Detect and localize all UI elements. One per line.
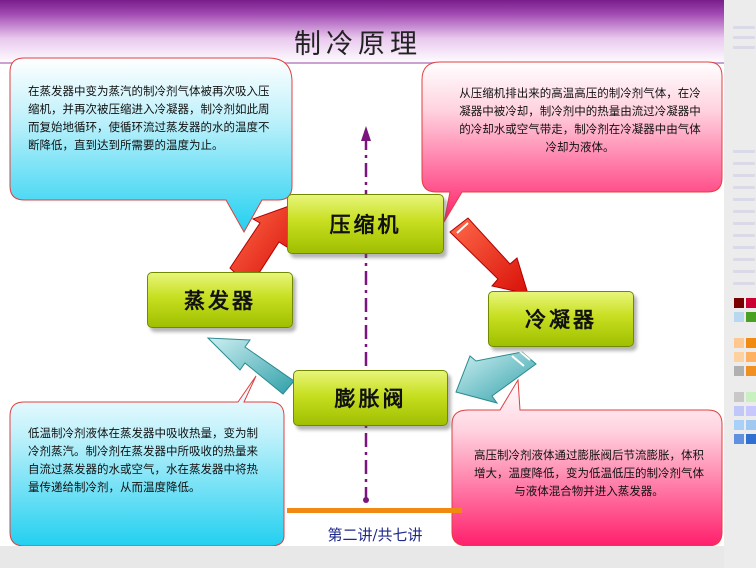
footer-accent-bar [287,508,462,513]
color-swatch[interactable] [746,392,756,402]
bottom-strip [0,546,724,568]
color-swatch[interactable] [734,392,744,402]
color-swatch[interactable] [746,338,756,348]
color-swatch[interactable] [734,406,744,416]
slide-footer: 第二讲/共七讲 [327,526,423,544]
arrow-expansion-to-evaporator [206,337,295,395]
color-swatch[interactable] [746,434,756,444]
evaporator-box: 蒸发器 [147,272,293,328]
callout-bubble-bottom-right [451,378,723,546]
color-swatch[interactable] [734,352,744,362]
callout-bubble-top-right [421,61,723,223]
side-text-line [733,234,755,237]
compressor-box: 压缩机 [287,194,444,254]
color-swatch[interactable] [734,420,744,430]
callout-bubble-bottom-left [9,375,285,546]
arrow-compressor-to-condenser [449,217,529,295]
color-swatch[interactable] [746,352,756,362]
side-text-line [733,162,755,165]
color-swatch[interactable] [746,298,756,308]
color-swatch[interactable] [746,406,756,416]
side-text-line [733,258,755,261]
color-swatch[interactable] [734,338,744,348]
condenser-box: 冷凝器 [488,291,634,347]
color-swatch[interactable] [734,312,744,322]
side-text-line [733,246,755,249]
color-swatch[interactable] [734,366,744,376]
side-text-line [733,46,755,49]
callout-bubble-top-left [9,57,293,234]
page-title: 制冷原理 [294,29,422,60]
callout-text-top-right: 从压缩机排出来的高温高压的制冷剂气体，在冷凝器中被冷却，制冷剂中的热量由流过冷凝… [459,86,701,154]
expansion-valve-box: 膨胀阀 [293,370,448,426]
color-swatch[interactable] [746,366,756,376]
side-text-line [733,26,755,29]
header-banner [0,0,724,64]
side-text-line [733,210,755,213]
arrow-stripes [451,216,531,367]
side-text-line [733,222,755,225]
color-swatch[interactable] [746,312,756,322]
color-swatch[interactable] [746,420,756,430]
callout-text-bottom-right: 高压制冷剂液体通过膨胀阀后节流膨胀，体积增大，温度降低，变为低温低压的制冷剂气体… [474,448,704,498]
side-text-line [733,282,755,285]
callout-text-top-left: 在蒸发器中变为蒸汽的制冷剂气体被再次吸入压缩机，并再次被压缩进入冷凝器，制冷剂如… [28,84,270,152]
color-swatch[interactable] [734,298,744,308]
side-text-line [733,174,755,177]
side-text-line [733,270,755,273]
color-swatch[interactable] [734,434,744,444]
arrow-condenser-to-expansion [455,351,537,404]
side-text-line [733,198,755,201]
center-axis-bottom-dot [363,497,369,503]
header-divider [0,62,724,64]
callout-text-bottom-left: 低温制冷剂液体在蒸发器中吸收热量，变为制冷剂蒸汽。制冷剂在蒸发器中所吸收的热量来… [28,426,258,494]
side-text-line [733,36,755,39]
center-axis-top-arrow [361,126,371,141]
cycle-diagram [9,57,723,546]
side-text-line [733,186,755,189]
side-text-line [733,150,755,153]
slide: 制冷原理 [0,0,724,546]
